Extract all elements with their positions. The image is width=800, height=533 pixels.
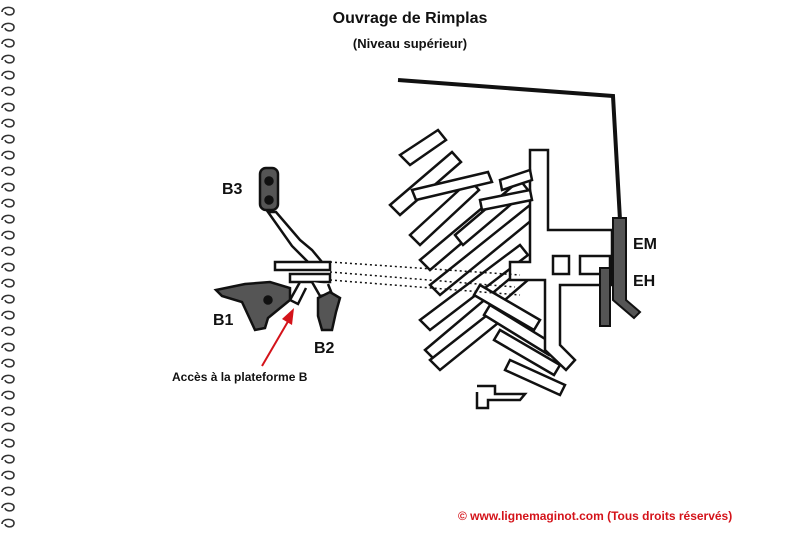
binding-loop bbox=[1, 342, 15, 352]
binding-loop bbox=[1, 166, 15, 176]
label-b2: B2 bbox=[314, 340, 335, 357]
binding-loop bbox=[1, 486, 15, 496]
binding-loop bbox=[1, 358, 15, 368]
binding-loop bbox=[1, 118, 15, 128]
binding-loop bbox=[1, 54, 15, 64]
binding-loop bbox=[1, 438, 15, 448]
label-eh: EH bbox=[633, 273, 656, 290]
tunnel-network bbox=[388, 128, 614, 397]
binding-loop bbox=[1, 390, 15, 400]
lower-gallery bbox=[475, 384, 528, 410]
binding-loop bbox=[1, 518, 15, 528]
block-b1 bbox=[213, 280, 292, 332]
binding-loop bbox=[1, 150, 15, 160]
label-b3: B3 bbox=[222, 181, 243, 198]
binding-loop bbox=[1, 230, 15, 240]
binding-loop bbox=[1, 182, 15, 192]
block-b2 bbox=[316, 290, 342, 332]
binding-loop bbox=[1, 406, 15, 416]
binding-loop bbox=[1, 294, 15, 304]
perimeter-wall bbox=[397, 78, 622, 221]
binding-loop bbox=[1, 502, 15, 512]
label-em: EM bbox=[633, 236, 657, 253]
binding-loop bbox=[1, 326, 15, 336]
binding-loop bbox=[1, 198, 15, 208]
binding-loop bbox=[1, 310, 15, 320]
binding-loop bbox=[1, 454, 15, 464]
access-annotation: Accès à la plateforme B bbox=[172, 370, 308, 384]
platform-b bbox=[213, 166, 342, 332]
binding-loop bbox=[1, 38, 15, 48]
page-subtitle: (Niveau supérieur) bbox=[352, 36, 468, 51]
binding-loop bbox=[1, 22, 15, 32]
binding-loop bbox=[1, 246, 15, 256]
binding-loop bbox=[1, 70, 15, 80]
spiral-binding bbox=[1, 6, 15, 528]
binding-loop bbox=[1, 262, 15, 272]
access-tunnel-dotted bbox=[329, 261, 521, 296]
binding-loop bbox=[1, 102, 15, 112]
entrance-em-block bbox=[612, 217, 642, 320]
entrance-eh-block bbox=[599, 267, 611, 327]
label-b1: B1 bbox=[213, 312, 234, 329]
binding-loop bbox=[1, 134, 15, 144]
binding-loop bbox=[1, 278, 15, 288]
copyright-link[interactable]: © www.lignemaginot.com (Tous droits rése… bbox=[458, 509, 733, 523]
page-title: Ouvrage de Rimplas bbox=[332, 10, 488, 27]
binding-loop bbox=[1, 374, 15, 384]
binding-loop bbox=[1, 470, 15, 480]
binding-loop bbox=[1, 6, 15, 16]
binding-loop bbox=[1, 214, 15, 224]
binding-loop bbox=[1, 86, 15, 96]
access-arrow bbox=[261, 308, 294, 367]
binding-loop bbox=[1, 422, 15, 432]
